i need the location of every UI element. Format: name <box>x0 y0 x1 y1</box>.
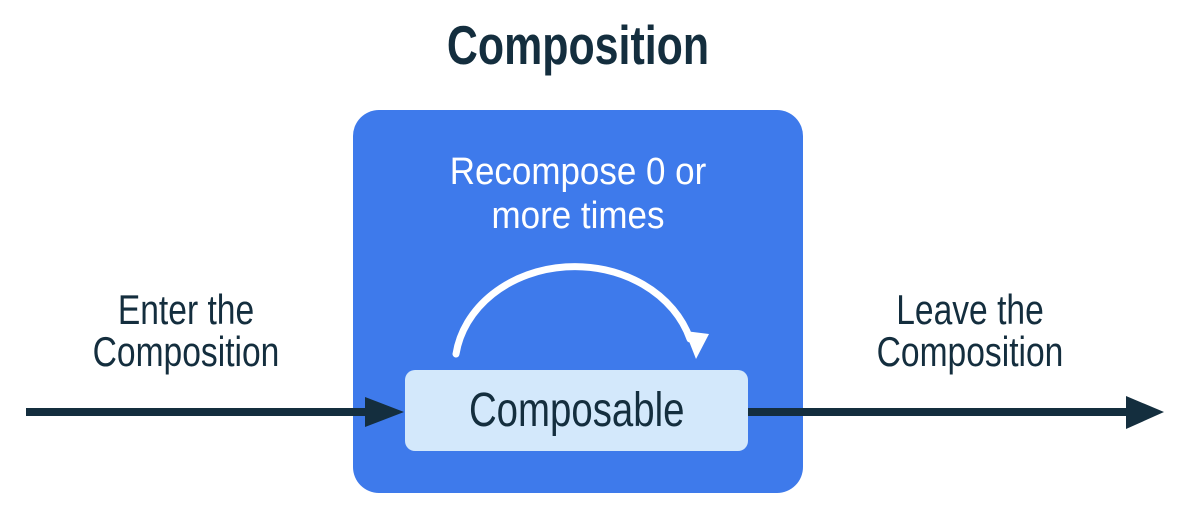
recompose-label-line1: Recompose 0 or <box>449 151 707 193</box>
leave-composition-label: Leave the Composition <box>853 289 1086 373</box>
enter-composition-label: Enter the Composition <box>69 289 302 373</box>
leave-label-line2: Composition <box>876 328 1064 375</box>
enter-arrow-icon <box>26 397 404 427</box>
diagram-title-text: Composition <box>446 14 710 76</box>
leave-label-line1: Leave the <box>896 286 1044 333</box>
composable-label: Composable <box>468 383 685 437</box>
recompose-label: Recompose 0 or more times <box>353 150 803 238</box>
enter-label-line2: Composition <box>92 328 280 375</box>
leave-arrow-icon <box>748 396 1164 429</box>
enter-label-line1: Enter the <box>117 286 255 333</box>
recompose-label-line2: more times <box>491 195 665 237</box>
composable-node: Composable <box>405 370 748 451</box>
diagram-title: Composition <box>410 14 746 76</box>
